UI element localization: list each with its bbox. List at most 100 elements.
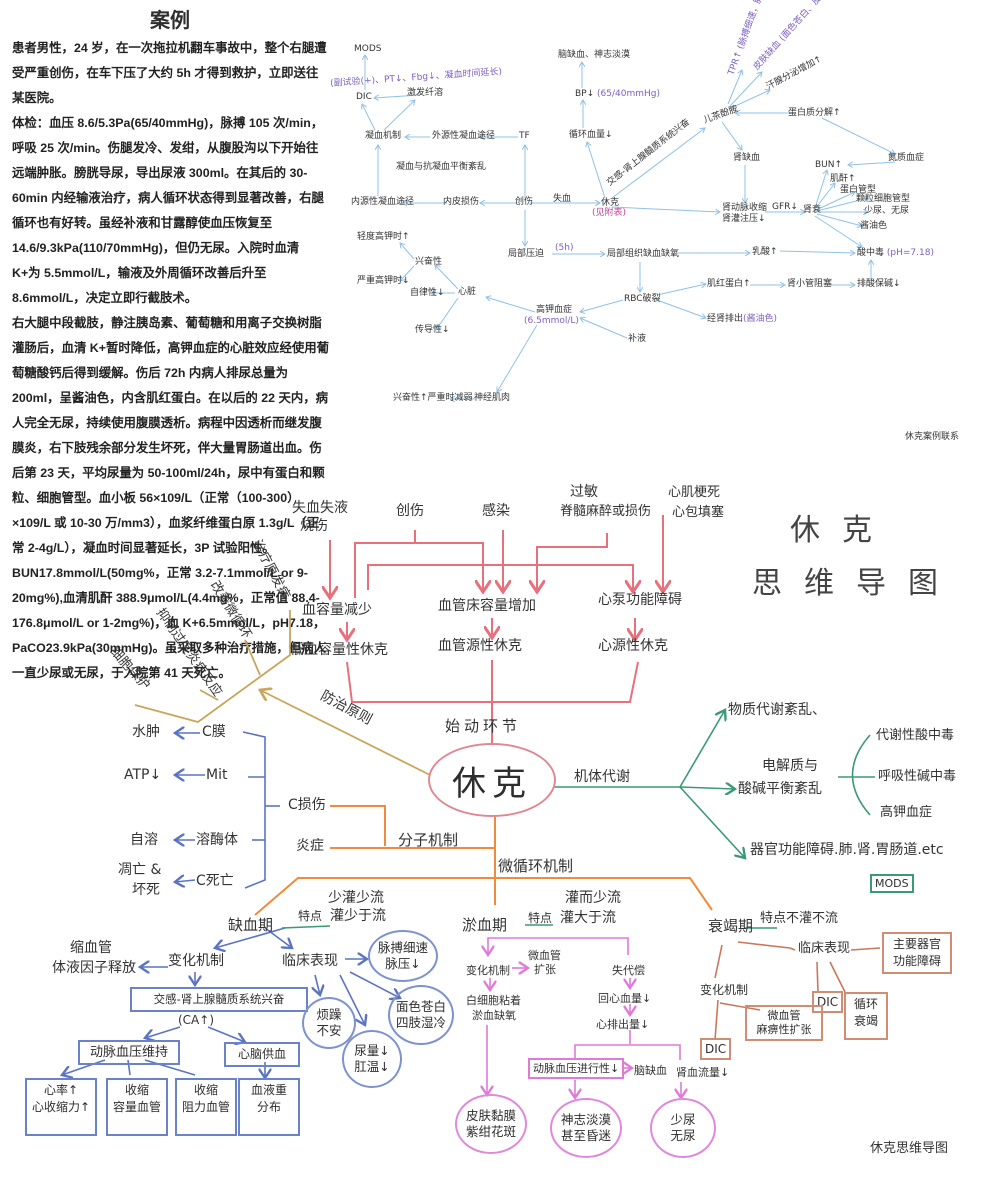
microcirculation-mechanism: 微循环机制 (498, 857, 574, 875)
node-intrinsic: 内源性凝血途径 (351, 197, 415, 207)
heart-brain-supply-box: 心脑供血 (224, 1042, 300, 1067)
microvessel-dilate: 扩张 (534, 963, 556, 976)
molecular-mechanism: 分子机制 (398, 831, 459, 849)
cause-trauma: 创伤 (396, 503, 424, 519)
node-rbc: RBC破裂 (624, 294, 661, 304)
progressive-bp-drop-box: 动脉血压进行性↓ (528, 1058, 625, 1079)
node-extrinsic: 外源性凝血途径 (432, 131, 496, 141)
map-title-line2: 思维导图 (752, 566, 960, 601)
microvessel: 微血管 (767, 1009, 801, 1022)
shock-center-node: 休克 (428, 743, 556, 817)
node-dic-note: (副试验(+)、PT↓、Fbg↓、凝血时间延长) (329, 67, 503, 89)
node-conduction: 传导性↓ (415, 325, 450, 335)
node-coagulation: 凝血机制 (365, 131, 402, 141)
node-compression: 局部压迫 (508, 249, 545, 259)
failure-stage: 衰竭期 (708, 917, 754, 935)
urine-circle: 尿量↓肛温↓ (342, 1030, 402, 1088)
node-protein-cast: 蛋白管型 (840, 185, 877, 195)
ischemic-mechanism: 变化机制 (168, 953, 224, 969)
brain-ischemia: 脑缺血 (634, 1064, 667, 1077)
cell-death: C死亡 (196, 873, 234, 889)
apoptosis: 凋亡 & (118, 862, 162, 878)
node-acidosis: 酸中毒 (pH=7.18) (857, 248, 934, 259)
node-granular-cast: 颗粒细胞管型 (856, 194, 911, 204)
inflammation: 炎症 (296, 838, 324, 854)
node-duration: (5h) (555, 243, 574, 253)
node-renal-ischemia: 肾缺血 (733, 153, 761, 163)
prevention-principles: 防治原则 (317, 687, 375, 729)
excreted-note: (酱油色) (743, 314, 778, 324)
node-oliguria: 少尿、无尿 (864, 206, 910, 216)
decompensation: 失代偿 (612, 964, 645, 977)
organ-dysfunction: 器官功能障碍.肺.肾.胃肠道.etc (750, 842, 944, 858)
cell-injury: C损伤 (288, 797, 326, 813)
vasoconstrictor-label: 缩血管 (70, 940, 112, 956)
failure-mechanism: 变化机制 (700, 983, 749, 997)
node-mods: MODS (354, 44, 382, 54)
hypovolemic-shock: 低血容量性休克 (290, 642, 388, 658)
metabolic-acidosis: 代谢性酸中毒 (876, 728, 955, 743)
excreted-label: 经肾排出 (707, 314, 744, 324)
restless-line1: 烦躁 (316, 1007, 342, 1022)
node-shock: 休克 (601, 198, 620, 208)
redistribution-line2: 分布 (256, 1100, 281, 1114)
node-fluid: 补液 (628, 334, 647, 344)
restless-line2: 不安 (316, 1023, 342, 1038)
node-catecholamine: 儿茶酚胺 (702, 104, 740, 126)
node-tf: TF (519, 131, 530, 141)
vasogenic-shock: 血管源性休克 (438, 638, 522, 654)
anuria: 无尿 (670, 1128, 696, 1143)
paralytic-dilation: 麻痹性扩张 (756, 1023, 812, 1036)
low-blood-volume: 血容量减少 (302, 602, 372, 618)
node-trauma: 创伤 (515, 197, 534, 207)
pump-dysfunction: 心泵功能障碍 (598, 592, 682, 608)
node-excitability: 兴奋性 (415, 257, 443, 267)
node-bp: BP↓ (65/40mmHg) (575, 89, 660, 100)
acid-base-disorder: 酸碱平衡紊乱 (738, 781, 822, 797)
vascular-bed-increase: 血管床容量增加 (438, 598, 536, 614)
case-panel: 案例 患者男性，24 岁，在一次拖拉机翻车事故中，整个右腿遭受严重创伤，在车下压… (0, 0, 340, 680)
humoral-factor-release: 体液因子释放 (52, 960, 136, 976)
hyperkalemia: 高钾血症 (880, 805, 933, 820)
map-title-line1: 休克 (790, 513, 894, 548)
paralytic-dilation-box: 微血管麻痹性扩张 (745, 1005, 823, 1041)
node-renal-failure: 肾衰 (803, 205, 822, 215)
ischemic-feature-label: 特点 (298, 909, 323, 923)
cause-tamponade: 心包填塞 (672, 505, 725, 520)
apathy: 神志淡漠 (560, 1112, 611, 1127)
circulatory-failure-box: 循环衰竭 (844, 992, 888, 1040)
substance-metabolism-disorder: 物质代谢紊乱、 (728, 702, 826, 718)
cell-membrane: C膜 (202, 724, 226, 740)
node-azotemia: 氮质血症 (888, 153, 925, 163)
case-map-footer: 休克案例联系 (905, 432, 960, 442)
case-paragraph: 患者男性，24 岁，在一次拖拉机翻车事故中，整个右腿遭受严重创伤，在车下压了大约… (12, 41, 327, 105)
congestive-feature-label: 特点 (528, 911, 553, 925)
mods-box: MODS (870, 874, 914, 893)
major-organs: 主要器官 (892, 937, 941, 951)
mind-map-footer: 休克思维导图 (870, 1141, 949, 1156)
top-map-arrows (362, 55, 895, 399)
cause-infection: 感染 (482, 503, 510, 519)
congestive-stage: 淤血期 (462, 916, 508, 934)
node-heart: 心脏 (458, 287, 477, 297)
node-neuro-excit: 兴奋性↑严重时减弱 (393, 393, 473, 403)
acidosis-note: (pH=7.18) (886, 248, 934, 258)
venous-return-decrease: 回心血量↓ (598, 992, 652, 1005)
pale-circle: 面色苍白四肢湿冷 (388, 985, 454, 1045)
cause-blood-loss: 失血失液 (292, 500, 348, 516)
case-title: 案例 (150, 10, 190, 32)
node-dic: DIC (356, 92, 372, 102)
ischemic-feature-1: 少灌少流 (328, 890, 384, 906)
failure: 衰竭 (853, 1014, 878, 1028)
bp-note: (65/40mmHg) (597, 89, 661, 99)
capacitance-vessel-box: 收缩容量血管 (106, 1078, 168, 1136)
anal-temp-decrease: 肛温↓ (354, 1059, 390, 1074)
dic-box-mechanism: DIC (700, 1038, 732, 1060)
node-renal-artery: 肾动脉收缩 (722, 203, 768, 213)
node-lactate: 乳酸↑ (752, 247, 778, 257)
case-paragraph: 体检：血压 8.6/5.3Pa(65/40mmHg)，脉搏 105 次/min，… (12, 116, 324, 305)
node-automaticity: 自律性↓ (410, 288, 445, 298)
skin-circle: 皮肤黏膜紫绀花斑 (455, 1094, 527, 1154)
case-body: 患者男性，24 岁，在一次拖拉机翻车事故中，整个右腿遭受严重创伤，在车下压了大约… (12, 36, 330, 686)
node-soy-color: 酱油色 (860, 221, 888, 231)
